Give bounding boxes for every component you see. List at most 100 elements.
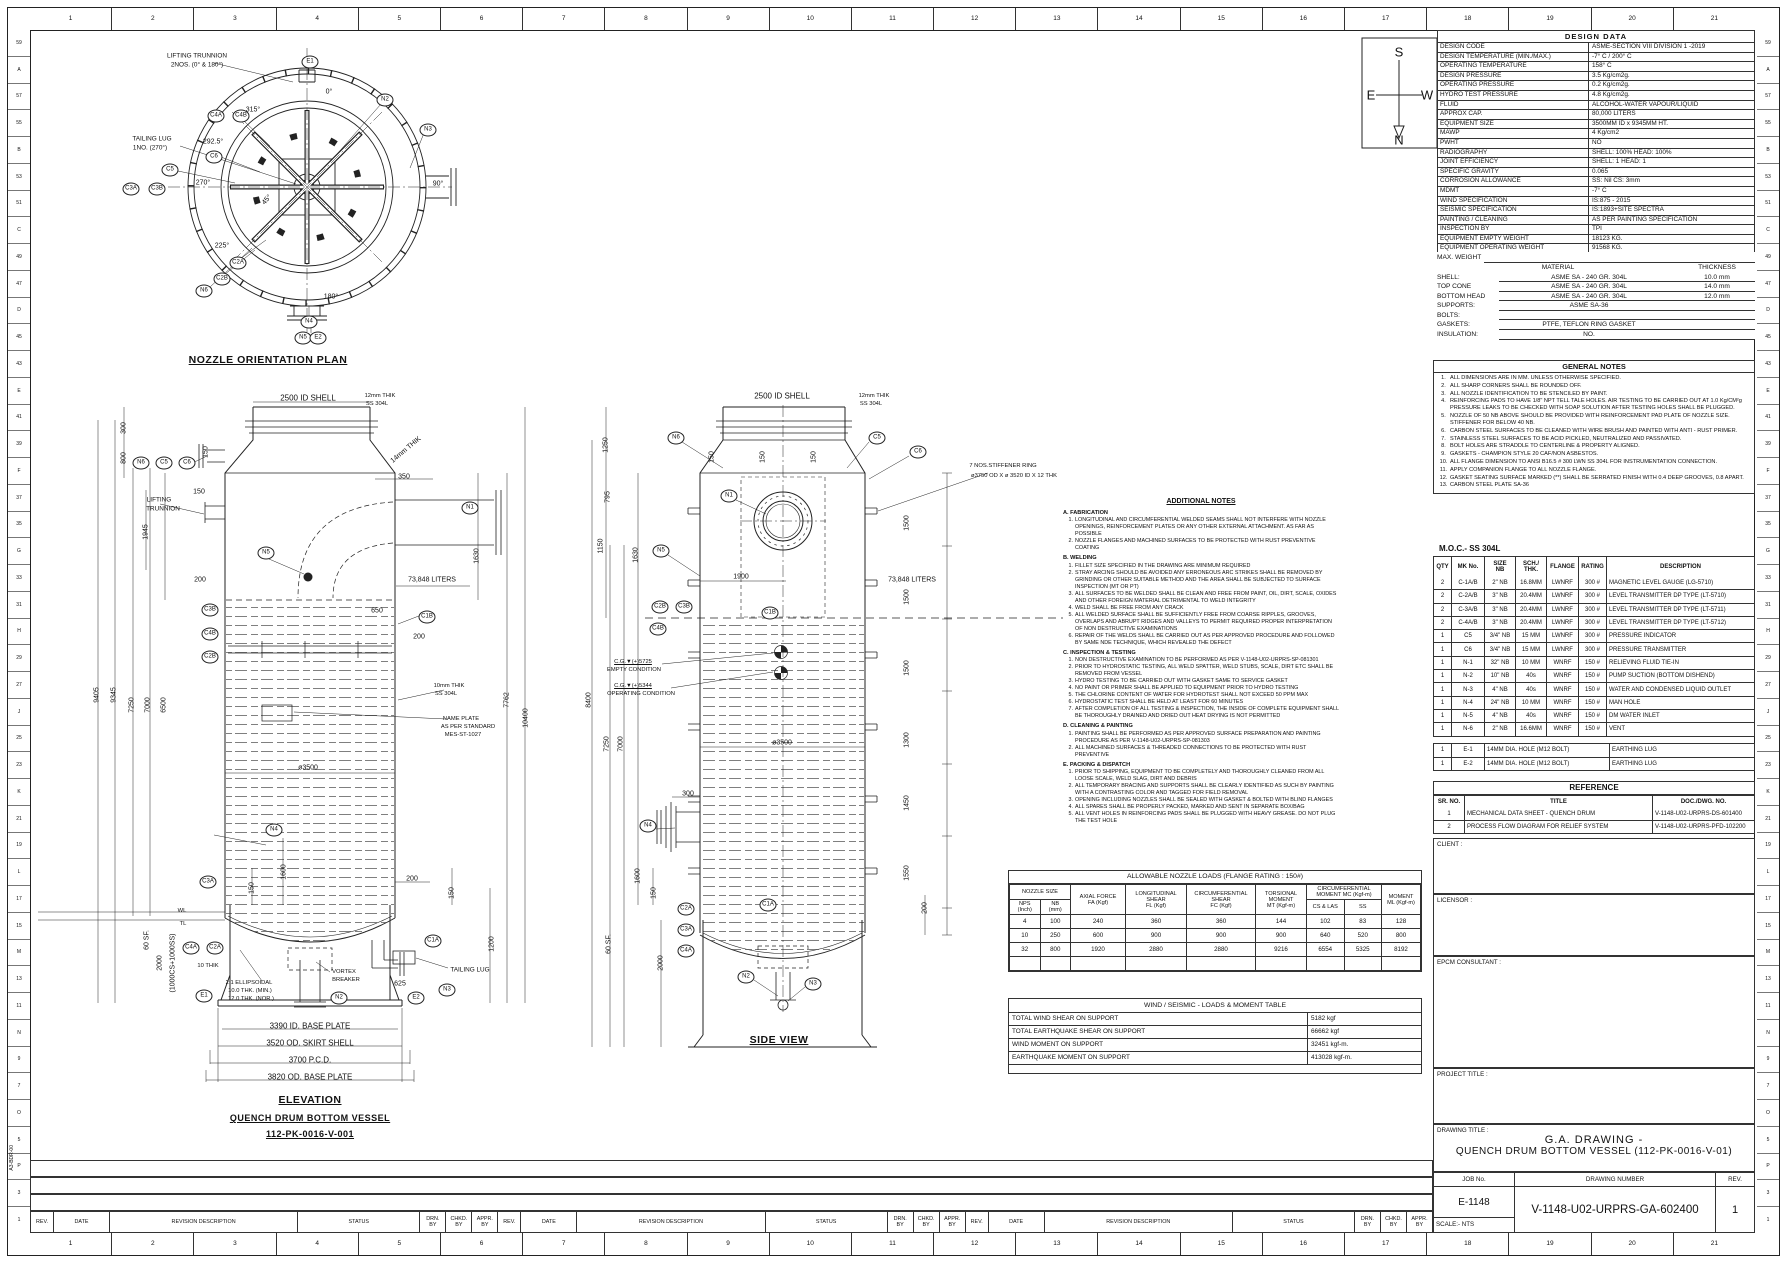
- grid-column-label: 20: [1590, 8, 1673, 30]
- grid-column-label: 17: [1344, 1233, 1426, 1255]
- nozzle-schedule-row: 2 C-1A/B 2" NB 16.8MM LWNRF 300 # MAGNET…: [1434, 577, 1754, 590]
- notes-item: 4.WELD SHALL BE FREE FROM ANY CRACK: [1068, 604, 1184, 611]
- dimension-label: 8400: [585, 692, 593, 708]
- compass-letter: N: [1394, 132, 1404, 148]
- nozzle-tag: C4A: [182, 941, 200, 955]
- dimension-label: 1450: [903, 795, 911, 811]
- dimension-label: 1500: [903, 515, 911, 531]
- grid-row-label: 37: [1757, 483, 1779, 511]
- nozzle-tag: C2A: [206, 941, 224, 955]
- grid-row-label: 47: [1757, 269, 1779, 297]
- grid-column-label: 8: [604, 1233, 686, 1255]
- grid-row-label: H: [8, 617, 30, 645]
- dimension-label: 7000: [617, 736, 625, 752]
- revision-empty-row: [30, 1194, 1433, 1211]
- nozzle-tag: N4: [300, 315, 318, 329]
- view-subtitle: QUENCH DRUM BOTTOM VESSEL: [229, 1113, 391, 1123]
- nozzle-tag: N1: [720, 489, 738, 503]
- earthing-lug-row: 1 E-2 14MM DIA. HOLE (M12 BOLT) EARTHING…: [1434, 756, 1754, 770]
- grid-row-label: 31: [8, 590, 30, 618]
- dimension-label: (1000CS+1000SS): [169, 933, 177, 993]
- grid-row-label: 11: [1757, 992, 1779, 1019]
- grid-row-label: 7: [1757, 1072, 1779, 1099]
- general-note: 4.REINFORCING PADS TO HAVE 1/8" NPT TELL…: [1441, 398, 1742, 412]
- notes-section-heading: A. FABRICATION: [1063, 510, 1108, 517]
- reference-row: 1 MECHANICAL DATA SHEET - QUENCH DRUM V-…: [1434, 808, 1754, 820]
- annotation-note: C.G.▼(+)5344: [614, 683, 652, 689]
- dimension-label: 225°: [214, 242, 230, 250]
- dimension-label: 150: [759, 451, 767, 463]
- grid-row-label: 3: [1757, 1179, 1779, 1206]
- dimension-label: 1550: [903, 865, 911, 881]
- design-data-row: APPROX CAP.80,000 LITERS: [1438, 110, 1754, 120]
- nozzle-tag: C2A: [229, 256, 247, 270]
- nozzle-tag: E2: [407, 991, 425, 1005]
- general-note: 11.APPLY COMPANION FLANGE TO ALL NOZZLE …: [1439, 466, 1597, 473]
- nozzle-tag: C4B: [232, 109, 250, 123]
- dimension-label: 625: [394, 980, 406, 988]
- nozzle-schedule-row: 2 C-4A/B 3" NB 20.4MM LWNRF 300 # LEVEL …: [1434, 615, 1754, 630]
- revision-header-group: REV. DATE REVISION DESCRIPTION STATUS DR…: [964, 1212, 1432, 1232]
- earthing-lug-table: 1 E-1 14MM DIA. HOLE (M12 BOLT) EARTHING…: [1433, 743, 1755, 771]
- grid-column-label: 17: [1344, 8, 1426, 30]
- dimension-label: 315°: [245, 106, 261, 114]
- dimension-label: 1150: [597, 538, 605, 554]
- annotation-note: LIFTING TRUNNION: [167, 52, 227, 60]
- dimension-label: 90°: [432, 180, 444, 188]
- nozzle-tag: C4B: [201, 627, 219, 641]
- grid-column-label: 6: [439, 1233, 522, 1255]
- job-no-value: E-1148: [1458, 1196, 1490, 1208]
- annotation-note: VORTEX: [332, 969, 356, 975]
- nozzle-loads-header-row1: NOZZLE SIZE AXIAL FORCE FA (Kgf) LONGITU…: [1009, 884, 1421, 915]
- grid-row-label: A: [8, 55, 30, 83]
- grid-row-label: 25: [1757, 724, 1779, 752]
- general-note: 10.ALL FLANGE DIMENSION TO ANSI B16.5 # …: [1439, 458, 1718, 465]
- dimension-label: 1630: [632, 547, 640, 563]
- grid-row-label: 51: [8, 189, 30, 217]
- compass-linework: [1361, 37, 1438, 149]
- material-row: SHELL: ASME SA - 240 GR. 304L 10.0 mm: [1437, 273, 1755, 283]
- annotation-note: TL: [179, 921, 187, 927]
- grid-row-label: 45: [1757, 323, 1779, 350]
- max-weight-line: MAX. WEIGHT: [1437, 252, 1755, 263]
- grid-column-label: 5: [357, 1233, 440, 1255]
- grid-row-label: N: [1757, 1018, 1779, 1046]
- grid-column-label: 16: [1261, 8, 1344, 30]
- annotation-note: WL: [177, 908, 187, 914]
- notes-item: 5.THE CHLORINE CONTENT OF WATER FOR HYDR…: [1068, 692, 1309, 699]
- grid-column-label: 1: [68, 1240, 73, 1247]
- grid-row-label: J: [8, 697, 30, 725]
- notes-item: 3.OPENING INCLUDING NOZZLES SHALL BE SEA…: [1068, 796, 1333, 803]
- grid-column-label: 15: [1179, 8, 1262, 30]
- grid-row-label: 23: [8, 751, 30, 778]
- dimension-label: 1500: [903, 589, 911, 605]
- grid-row-label: 11: [8, 992, 30, 1019]
- grid-row-label: O: [8, 1099, 30, 1126]
- dimension-label: 1630: [473, 548, 481, 564]
- annotation-note: AS PER STANDARD: [440, 724, 496, 730]
- annotation-note: LIFTING: [146, 496, 172, 504]
- grid-row-label: O: [1757, 1099, 1779, 1126]
- nozzle-schedule-row: 1 N-6 2" NB 16.6MM WNRF 150 # VENT: [1434, 722, 1754, 736]
- dimension-label: 7250: [603, 736, 611, 752]
- dimension-label: 300: [120, 422, 128, 434]
- notes-item: 4.NO PAINT OR PRIMER SHALL BE APPLIED TO…: [1068, 685, 1299, 692]
- grid-row-label: M: [1757, 938, 1779, 966]
- dimension-label: 200: [406, 875, 418, 883]
- drawing-number-label: DRAWING NUMBER: [1515, 1173, 1715, 1187]
- material-row: BOTTOM HEAD ASME SA - 240 GR. 304L 12.0 …: [1437, 292, 1755, 302]
- dimension-label: 1900: [733, 573, 749, 581]
- nozzle-tag: N6: [132, 456, 150, 470]
- general-notes-title: GENERAL NOTES: [1434, 362, 1754, 374]
- job-no-label: JOB No.: [1434, 1173, 1514, 1187]
- annotation-note: BREAKER: [332, 977, 360, 983]
- notes-item: 2.ALL TEMPORARY BRACING AND SUPPORTS SHA…: [1068, 782, 1334, 796]
- view-title: NOZZLE ORIENTATION PLAN: [188, 354, 348, 366]
- notes-item: 4.ALL SPARES SHALL BE PROPERLY PACKED, M…: [1068, 803, 1305, 810]
- project-title-block: PROJECT TITLE :: [1433, 1068, 1755, 1124]
